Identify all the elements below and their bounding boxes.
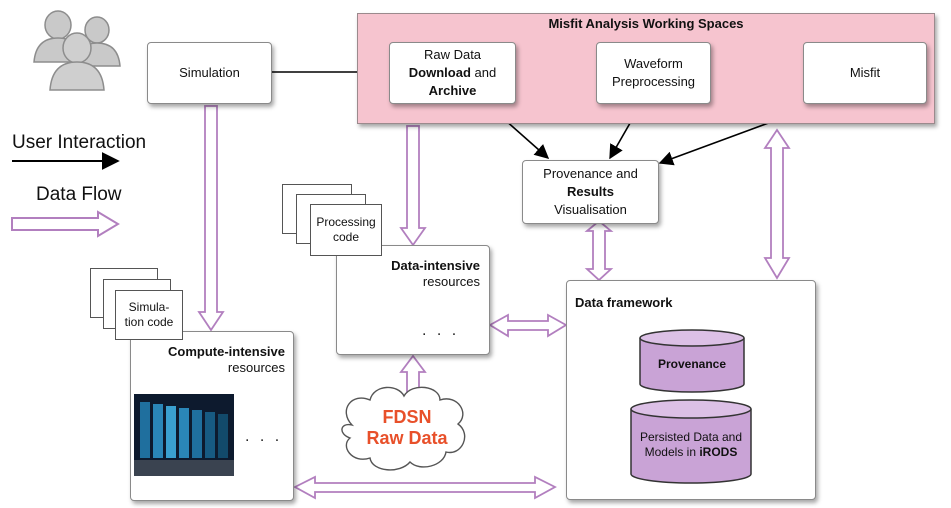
simulation-box: Simulation <box>147 42 272 104</box>
raw-data-and: and <box>470 65 497 80</box>
data-intensive-subtitle: resources <box>422 274 480 289</box>
dataflow-workspaces-framework <box>763 128 791 280</box>
provenance-vis-results: Results <box>567 184 614 199</box>
raw-data-box: Raw Data Download and Archive <box>389 42 516 104</box>
simulation-code-line2: tion code <box>124 315 174 329</box>
misfit-box: Misfit <box>803 42 927 104</box>
dataflow-compute-framework <box>293 475 557 500</box>
dataflow-simulation-to-compute <box>197 105 225 332</box>
users-icon <box>33 10 121 91</box>
data-intensive-box: Data-intensive resources . . . <box>336 245 490 355</box>
fdsn-label: FDSN Raw Data <box>346 407 468 449</box>
simulation-code-line1: Simula- <box>128 300 170 314</box>
dataflow-rawdata-to-dataintensive <box>399 125 427 247</box>
provenance-vis-line3: Visualisation <box>554 202 627 217</box>
database-cylinders <box>630 329 752 484</box>
irods-db-label: Persisted Data and Models in iRODS <box>631 430 751 460</box>
data-framework-title: Data framework <box>575 295 673 310</box>
panel-title: Misfit Analysis Working Spaces <box>548 16 744 31</box>
dataflow-dataintensive-framework <box>488 313 568 338</box>
supercomputer-photo-front <box>134 394 234 476</box>
fdsn-line1: FDSN <box>382 407 432 427</box>
processing-code-line1: Processing <box>316 215 376 229</box>
provenance-visualisation-box: Provenance and Results Visualisation <box>522 160 659 224</box>
raw-data-archive: Archive <box>428 83 477 98</box>
legend-data-flow-arrow <box>11 210 120 238</box>
compute-intensive-title: Compute-intensive <box>167 344 285 359</box>
irods-line2: Models in <box>644 445 700 459</box>
processing-code-line2: code <box>332 230 360 244</box>
waveform-line1: Waveform <box>624 56 683 71</box>
raw-data-line1: Raw Data <box>423 47 482 62</box>
simulation-code-doc: Simula- tion code <box>115 290 183 340</box>
raw-data-download: Download <box>408 65 471 80</box>
data-intensive-ellipsis: . . . <box>422 322 460 339</box>
fdsn-cloud <box>341 386 466 471</box>
simulation-label: Simulation <box>179 65 240 80</box>
legend-data-flow-label: Data Flow <box>36 184 122 205</box>
provenance-db-label: Provenance <box>657 357 727 371</box>
legend-user-interaction-label: User Interaction <box>12 132 147 153</box>
irods-bold: iRODS <box>699 445 738 459</box>
waveform-box: Waveform Preprocessing <box>596 42 711 104</box>
compute-intensive-subtitle: resources <box>227 360 285 375</box>
misfit-label: Misfit <box>849 65 881 80</box>
provenance-vis-line1: Provenance and <box>543 166 638 181</box>
fdsn-line2: Raw Data <box>366 428 448 448</box>
compute-intensive-ellipsis: . . . <box>245 428 283 445</box>
waveform-line2: Preprocessing <box>611 74 696 89</box>
irods-line1: Persisted Data and <box>639 430 743 444</box>
processing-code-doc: Processing code <box>310 204 382 256</box>
data-intensive-title: Data-intensive <box>391 258 480 273</box>
dataflow-provenance-vis-framework <box>584 219 614 282</box>
